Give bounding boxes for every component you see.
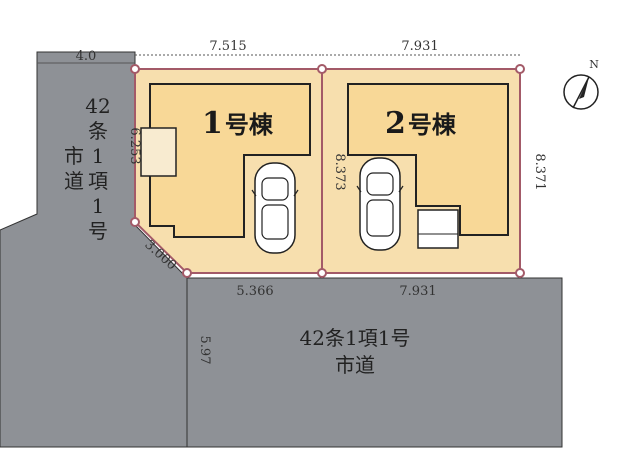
top-right-whitespace [520,64,620,277]
dim-bottom-road-width: 5.97 [197,336,212,365]
building-2-porch [417,209,459,249]
dim-lot1-top: 7.515 [209,39,246,54]
building-2-label: 2号棟 [385,106,457,141]
left-road-char-7: 道 [64,169,84,193]
dim-lot2-bottom: 7.931 [399,284,436,299]
left-road-char-6: 1 [92,194,105,218]
left-road-label: 42 条 1 項 市 1 道 号 [64,94,111,243]
left-road-char-3: 1 [92,144,105,168]
building-1-porch [140,127,177,177]
dimension-lines [37,54,520,64]
left-road-char-8: 号 [88,219,108,243]
building-2 [347,83,509,236]
left-road-char-4: 項 [88,169,108,193]
dim-lot2-left: 8.373 [332,153,347,190]
north-arrow: N [563,58,599,110]
dim-lot1-bottom: 5.366 [236,284,273,299]
bottom-road-label-line-2: 市道 [335,353,375,377]
building-1-suffix: 号棟 [225,110,274,139]
bottom-road [186,277,563,448]
car-lot-2 [356,157,404,251]
north-label: N [589,58,599,71]
left-road-char-1: 42 [85,94,110,118]
boundary-markers [130,64,525,278]
bottom-road-label-line-1: 42条1項1号 [300,326,411,350]
building-2-number: 2 [385,106,406,141]
left-road-char-2: 条 [88,119,108,143]
dim-lot2-right: 8.371 [532,153,547,190]
left-road-char-5: 市 [64,144,84,168]
building-1 [149,83,311,238]
building-2-suffix: 号棟 [408,110,457,139]
building-1-label: 1号棟 [202,106,274,141]
building-1-number: 1 [202,106,223,141]
car-lot-1 [251,162,299,254]
dim-lot2-top: 7.931 [401,39,438,54]
dim-left-road-width: 4.0 [76,49,97,64]
dim-lot1-left: 6.253 [127,127,142,164]
